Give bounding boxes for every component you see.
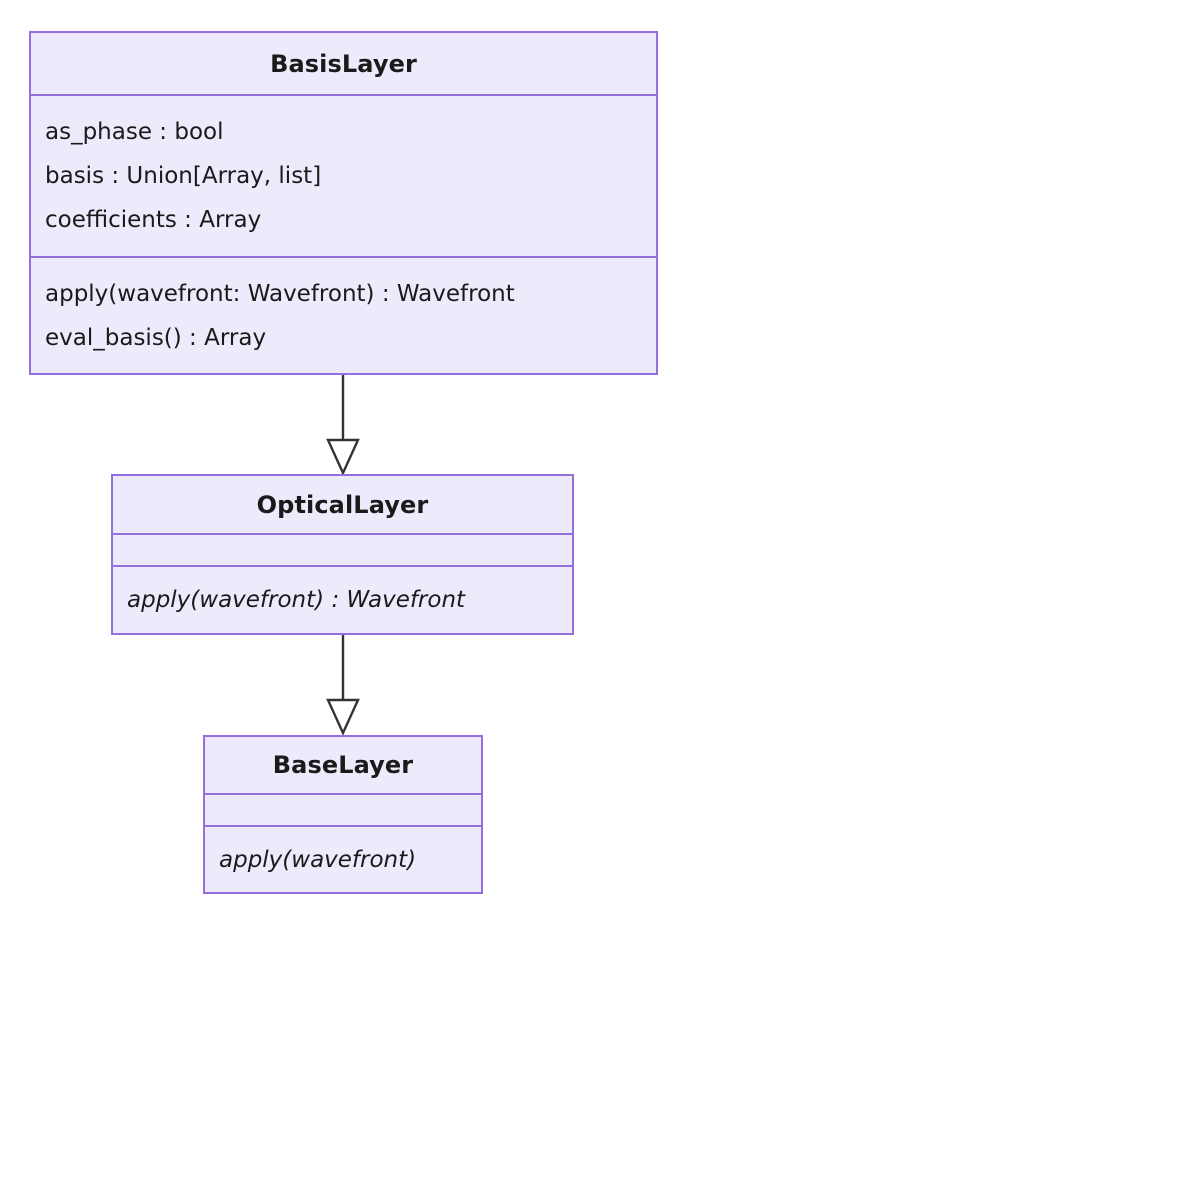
generalization-opticallayer-baselayer — [326, 635, 360, 736]
class-name-opticallayer: OpticalLayer — [256, 490, 429, 519]
methods-compartment-basislayer: apply(wavefront: Wavefront) : Wavefront … — [31, 256, 656, 373]
attribute-row: coefficients : Array — [45, 207, 262, 233]
method-row: apply(wavefront) — [219, 846, 417, 873]
method-row: apply(wavefront: Wavefront) : Wavefront — [45, 280, 515, 307]
generalization-arrowhead — [326, 438, 360, 476]
attributes-compartment-baselayer — [205, 793, 481, 825]
attribute-row: basis : Union[Array, list] — [45, 163, 322, 189]
uml-class-basislayer[interactable]: BasisLayer as_phase : bool basis : Union… — [29, 31, 658, 375]
attribute-row: as_phase : bool — [45, 119, 224, 145]
uml-class-opticallayer[interactable]: OpticalLayer apply(wavefront) : Wavefron… — [111, 474, 574, 635]
generalization-basislayer-opticallayer — [326, 375, 360, 476]
attributes-compartment-basislayer: as_phase : bool basis : Union[Array, lis… — [31, 94, 656, 256]
uml-class-baselayer[interactable]: BaseLayer apply(wavefront) — [203, 735, 483, 894]
class-name-baselayer: BaseLayer — [272, 751, 414, 779]
class-name-basislayer: BasisLayer — [270, 49, 417, 78]
method-row: apply(wavefront) : Wavefront — [127, 587, 466, 613]
methods-compartment-baselayer: apply(wavefront) — [205, 825, 481, 892]
generalization-arrowhead — [326, 698, 360, 736]
method-row: eval_basis() : Array — [45, 324, 267, 351]
methods-compartment-opticallayer: apply(wavefront) : Wavefront — [113, 565, 572, 633]
attributes-compartment-opticallayer — [113, 533, 572, 565]
